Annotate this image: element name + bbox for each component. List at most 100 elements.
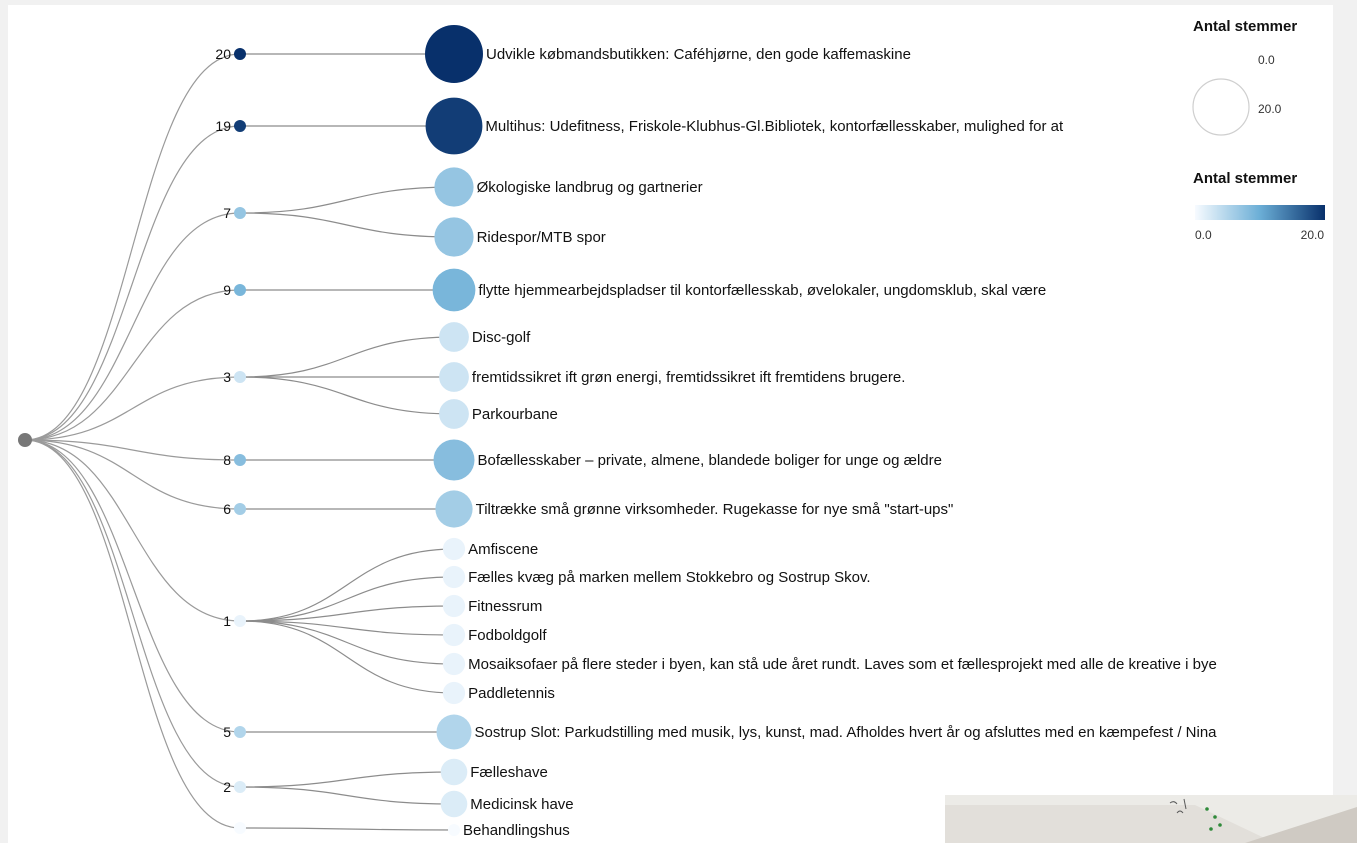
- branch-link: [239, 620, 455, 665]
- tree-nodes: Udvikle købmandsbutikken: Caféhjørne, de…: [18, 25, 1217, 839]
- group-count-label: 3: [223, 369, 231, 385]
- group-node[interactable]: [234, 454, 246, 466]
- branch-link: [239, 548, 455, 622]
- root-link: [24, 439, 241, 510]
- leaf-label: Fælleshave: [470, 764, 548, 781]
- root-link: [24, 212, 241, 441]
- branch-link: [239, 771, 455, 788]
- color-legend-title: Antal stemmer: [1193, 170, 1297, 187]
- tree-links: [24, 53, 455, 831]
- leaf-label: Ridespor/MTB spor: [477, 229, 606, 246]
- group-node[interactable]: [234, 503, 246, 515]
- leaf-label: Sostrup Slot: Parkudstilling med musik, …: [475, 724, 1218, 741]
- color-legend-min-label: 0.0: [1195, 228, 1212, 242]
- group-node[interactable]: [234, 207, 246, 219]
- group-node[interactable]: [234, 726, 246, 738]
- group-node[interactable]: [234, 615, 246, 627]
- color-legend-gradient: [1195, 205, 1325, 220]
- group-count-label: 6: [223, 501, 231, 517]
- leaf-node[interactable]: [448, 824, 460, 836]
- leaf-label: Medicinsk have: [470, 796, 573, 813]
- size-legend-circle: [1192, 78, 1250, 136]
- leaf-label: fremtidssikret ift grøn energi, fremtids…: [472, 369, 905, 386]
- group-node[interactable]: [234, 781, 246, 793]
- root-node[interactable]: [18, 433, 32, 447]
- leaf-label: Behandlingshus: [463, 822, 570, 839]
- leaf-label: Mosaiksofaer på flere steder i byen, kan…: [468, 656, 1217, 673]
- leaf-node[interactable]: [425, 97, 483, 155]
- color-legend-max-label: 20.0: [1301, 228, 1325, 242]
- group-node[interactable]: [234, 371, 246, 383]
- group-node[interactable]: [234, 822, 246, 834]
- leaf-label: Multihus: Udefitness, Friskole-Klubhus-G…: [485, 118, 1064, 135]
- leaf-node[interactable]: [433, 439, 475, 481]
- branch-link: [239, 786, 455, 805]
- leaf-label: Økologiske landbrug og gartnerier: [477, 179, 703, 196]
- root-link: [24, 439, 241, 829]
- leaf-label: flytte hjemmearbejdspladser til kontorfæ…: [478, 282, 1046, 299]
- root-link: [24, 376, 241, 441]
- leaf-node[interactable]: [436, 714, 472, 750]
- group-count-label: 8: [223, 452, 231, 468]
- branch-link: [239, 827, 455, 831]
- branch-link: [239, 336, 455, 378]
- leaf-label: Fælles kvæg på marken mellem Stokkebro o…: [468, 569, 870, 586]
- leaf-label: Fodboldgolf: [468, 627, 547, 644]
- group-count-label: 7: [223, 205, 231, 221]
- group-count-label: 19: [215, 118, 231, 134]
- group-count-label: 1: [223, 613, 231, 629]
- group-node[interactable]: [234, 284, 246, 296]
- branch-link: [239, 576, 455, 622]
- background-photo: [945, 795, 1357, 843]
- leaf-node[interactable]: [439, 399, 469, 429]
- root-link: [24, 289, 241, 441]
- root-link: [24, 439, 241, 461]
- leaf-node[interactable]: [434, 167, 474, 207]
- leaf-label: Fitnessrum: [468, 598, 542, 615]
- group-count-label: 20: [215, 46, 231, 62]
- branch-link: [239, 376, 455, 415]
- leaf-label: Disc-golf: [472, 329, 531, 346]
- root-link: [24, 439, 241, 622]
- root-link: [24, 439, 241, 733]
- leaf-node[interactable]: [434, 217, 474, 257]
- size-legend-max-label: 20.0: [1258, 102, 1282, 116]
- leaf-node[interactable]: [439, 362, 469, 392]
- leaf-label: Udvikle købmandsbutikken: Caféhjørne, de…: [486, 46, 911, 63]
- leaf-node[interactable]: [425, 25, 483, 83]
- branch-link: [239, 620, 455, 636]
- leaf-node[interactable]: [442, 565, 466, 589]
- legend: Antal stemmer 0.0 20.0 Antal stemmer 0.0…: [1192, 18, 1325, 242]
- root-link: [24, 53, 241, 441]
- leaf-node[interactable]: [440, 790, 468, 818]
- group-count-label: 9: [223, 282, 231, 298]
- group-node[interactable]: [234, 48, 246, 60]
- leaf-label: Tiltrække små grønne virksomheder. Rugek…: [476, 501, 954, 518]
- tree-chart-panel: Udvikle købmandsbutikken: Caféhjørne, de…: [8, 5, 1333, 843]
- branch-link: [239, 620, 455, 694]
- root-link: [24, 125, 241, 441]
- vote-tree-diagram: Udvikle købmandsbutikken: Caféhjørne, de…: [18, 18, 1325, 839]
- branch-link: [239, 605, 455, 622]
- leaf-node[interactable]: [435, 490, 473, 528]
- branch-link: [239, 212, 455, 238]
- group-count-label: 5: [223, 724, 231, 740]
- leaf-node[interactable]: [442, 652, 466, 676]
- leaf-node[interactable]: [439, 322, 469, 352]
- leaf-node[interactable]: [442, 623, 466, 647]
- size-legend-min-label: 0.0: [1258, 53, 1275, 67]
- leaf-node[interactable]: [442, 594, 466, 618]
- leaf-node[interactable]: [432, 268, 476, 312]
- leaf-label: Paddletennis: [468, 685, 555, 702]
- leaf-node[interactable]: [442, 537, 466, 561]
- size-legend-title: Antal stemmer: [1193, 18, 1297, 35]
- leaf-label: Amfiscene: [468, 541, 538, 558]
- group-count-label: 2: [223, 779, 231, 795]
- group-node[interactable]: [234, 120, 246, 132]
- leaf-node[interactable]: [442, 681, 466, 705]
- root-link: [24, 439, 241, 788]
- leaf-label: Bofællesskaber – private, almene, blande…: [478, 452, 942, 469]
- leaf-node[interactable]: [440, 758, 468, 786]
- leaf-label: Parkourbane: [472, 406, 558, 423]
- branch-link: [239, 186, 455, 214]
